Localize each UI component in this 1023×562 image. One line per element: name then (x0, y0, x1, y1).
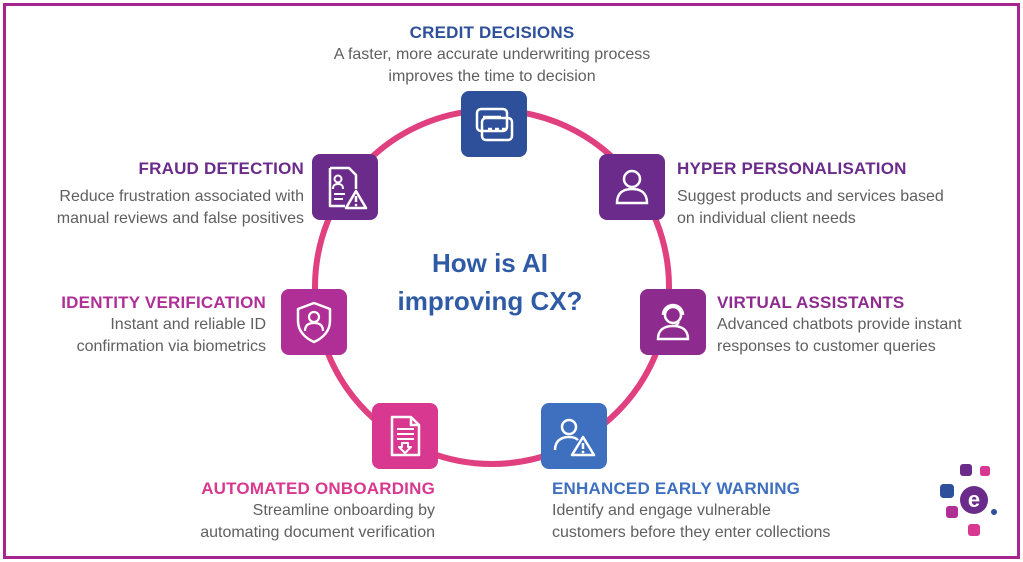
headset-user-icon (656, 303, 690, 341)
hyper-personalisation-tile (599, 154, 665, 220)
shield-user-icon (296, 301, 332, 344)
document-download-icon (390, 415, 421, 457)
enhanced-early-warning-desc-line1: Identify and engage vulnerable (552, 502, 771, 519)
identity-verification-desc-line2: confirmation via biometrics (76, 338, 266, 355)
automated-onboarding-block: AUTOMATED ONBOARDING Streamline onboardi… (120, 478, 435, 544)
hyper-personalisation-title: HYPER PERSONALISATION (677, 159, 907, 178)
document-warning-icon (328, 166, 368, 210)
enhanced-early-warning-tile (541, 403, 607, 469)
enhanced-early-warning-title: ENHANCED EARLY WARNING (552, 479, 801, 498)
enhanced-early-warning-desc-line2: customers before they enter collections (552, 524, 831, 541)
user-warning-icon (553, 418, 596, 457)
credit-decisions-title: CREDIT DECISIONS (409, 23, 575, 42)
identity-verification-title: IDENTITY VERIFICATION (61, 293, 266, 312)
hyper-personalisation-desc-line1: Suggest products and services based (677, 188, 944, 205)
svg-text:e: e (968, 487, 980, 512)
virtual-assistants-desc-line2: responses to customer queries (717, 338, 936, 355)
enhanced-early-warning-block: ENHANCED EARLY WARNING Identify and enga… (552, 478, 830, 544)
virtual-assistants-title: VIRTUAL ASSISTANTS (717, 293, 905, 312)
credit-card-icon (475, 107, 514, 142)
user-icon (615, 169, 649, 205)
virtual-assistants-desc-line1: Advanced chatbots provide instant (717, 316, 962, 333)
identity-verification-desc-line1: Instant and reliable ID (110, 316, 266, 333)
center-question: How is AI improving CX? (385, 244, 595, 320)
fraud-detection-desc-line2: manual reviews and false positives (56, 210, 304, 227)
credit-decisions-desc-line2: improves the time to decision (388, 68, 596, 85)
automated-onboarding-title: AUTOMATED ONBOARDING (201, 479, 435, 498)
experian-logo-icon: e (940, 464, 997, 536)
virtual-assistants-block: VIRTUAL ASSISTANTS Advanced chatbots pro… (717, 292, 962, 358)
automated-onboarding-desc-line1: Streamline onboarding by (252, 502, 435, 519)
hyper-personalisation-block: HYPER PERSONALISATION Suggest products a… (677, 158, 944, 230)
automated-onboarding-desc-line2: automating document verification (200, 524, 435, 541)
center-question-line2: improving CX? (397, 286, 583, 316)
virtual-assistants-tile (640, 289, 706, 355)
credit-decisions-block: CREDIT DECISIONS A faster, more accurate… (300, 22, 684, 88)
fraud-detection-title: FRAUD DETECTION (138, 159, 304, 178)
fraud-detection-tile (312, 154, 378, 220)
automated-onboarding-tile (372, 403, 438, 469)
identity-verification-tile (281, 289, 347, 355)
identity-verification-block: IDENTITY VERIFICATION Instant and reliab… (30, 292, 266, 358)
credit-decisions-tile (461, 91, 527, 157)
credit-decisions-desc-line1: A faster, more accurate underwriting pro… (333, 46, 651, 63)
fraud-detection-desc-line1: Reduce frustration associated with (59, 188, 304, 205)
fraud-detection-block: FRAUD DETECTION Reduce frustration assoc… (14, 158, 304, 230)
hyper-personalisation-desc-line2: on individual client needs (677, 210, 856, 227)
center-question-line1: How is AI (431, 248, 549, 278)
